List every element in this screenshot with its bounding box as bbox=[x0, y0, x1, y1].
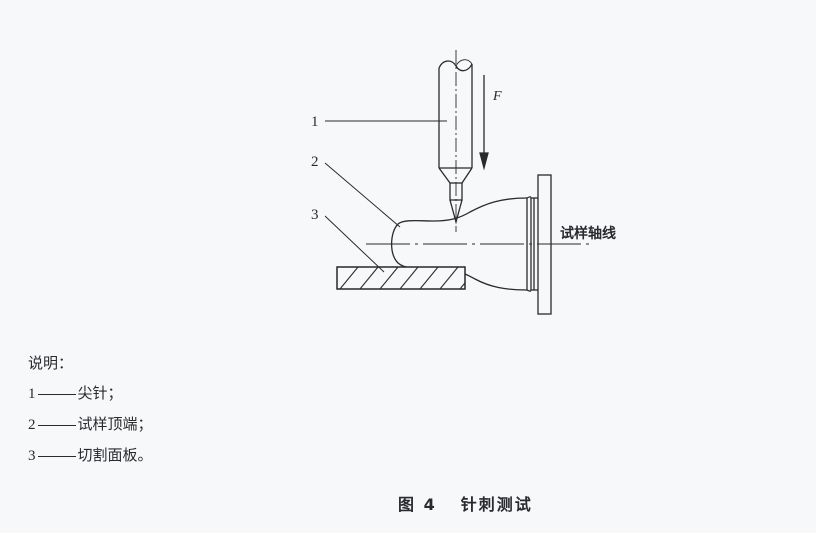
figure-title: 针刺测试 bbox=[460, 495, 533, 514]
part-label-2: 2 bbox=[311, 154, 319, 170]
sample-axis-label: 试样轴线 bbox=[560, 225, 616, 242]
force-label: F bbox=[492, 89, 502, 104]
figure-caption: 图 4 针刺测试 bbox=[398, 491, 533, 515]
legend-item: 2 试样顶端； bbox=[28, 409, 153, 440]
legend-item-text: 试样顶端； bbox=[77, 415, 153, 433]
leader-line-3 bbox=[324, 215, 385, 273]
needle-part bbox=[438, 50, 473, 232]
force-arrow bbox=[479, 75, 489, 171]
cutting-plate bbox=[336, 266, 466, 290]
part-label-3: 3 bbox=[311, 207, 319, 223]
leader-line-2 bbox=[324, 162, 401, 228]
legend-dash bbox=[37, 424, 76, 426]
legend: 说明： 1 尖针； 2 试样顶端； 3 切割面板。 bbox=[28, 348, 153, 471]
legend-dash bbox=[37, 393, 76, 395]
figure-number: 图 4 bbox=[398, 495, 437, 514]
part-label-1: 1 bbox=[311, 114, 319, 130]
legend-item-text: 尖针； bbox=[77, 384, 123, 402]
legend-dash bbox=[37, 455, 76, 457]
legend-item-number: 3 bbox=[28, 448, 36, 464]
legend-item-text: 切割面板。 bbox=[77, 446, 153, 464]
legend-title: 说明： bbox=[28, 354, 74, 372]
legend-item: 1 尖针； bbox=[28, 378, 153, 409]
legend-item-number: 2 bbox=[28, 417, 36, 433]
legend-item-number: 1 bbox=[28, 386, 36, 402]
legend-item: 3 切割面板。 bbox=[28, 440, 153, 471]
